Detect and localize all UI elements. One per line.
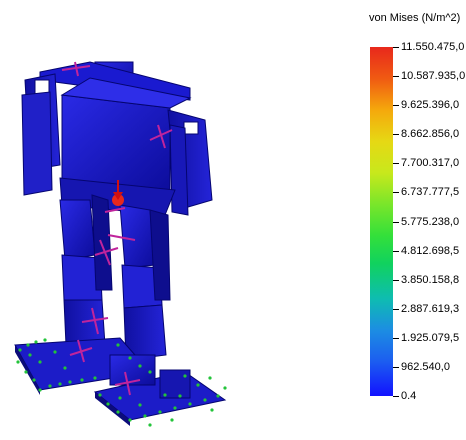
fixture-markers [16,338,227,427]
legend-tick [393,134,399,135]
legend-label: 11.550.475,0 [401,41,465,53]
legend-tick [393,192,399,193]
legend-tick [393,222,399,223]
legend-tick [393,367,399,368]
legend-label: 3.850.158,8 [401,274,460,286]
legend-tick [393,47,399,48]
legend-label: 7.700.317,0 [401,157,460,169]
legend-label: 0.4 [401,390,417,402]
load-arrows [61,61,173,396]
legend-tick [393,105,399,106]
legend-label: 10.587.935,0 [401,70,466,82]
legend-label: 1.925.079,5 [401,332,460,344]
color-scale-bar [370,47,393,396]
legend-tick [393,280,399,281]
legend-title: von Mises (N/m^2) [369,12,461,24]
legend-tick [393,76,399,77]
max-stress-marker [112,180,124,206]
legend-tick [393,309,399,310]
legend-label: 2.887.619,3 [401,303,460,315]
legend-tick [393,338,399,339]
legend-tick [393,163,399,164]
legend-label: 962.540,0 [401,361,450,373]
robot-model[interactable] [14,61,227,426]
legend-tick [393,251,399,252]
legend-label: 9.625.396,0 [401,99,460,111]
legend-label: 4.812.698,5 [401,245,460,257]
legend-label: 5.775.238,0 [401,216,460,228]
legend-label: 8.662.856,0 [401,128,460,140]
legend-tick [393,396,399,397]
legend-label: 6.737.777,5 [401,186,460,198]
